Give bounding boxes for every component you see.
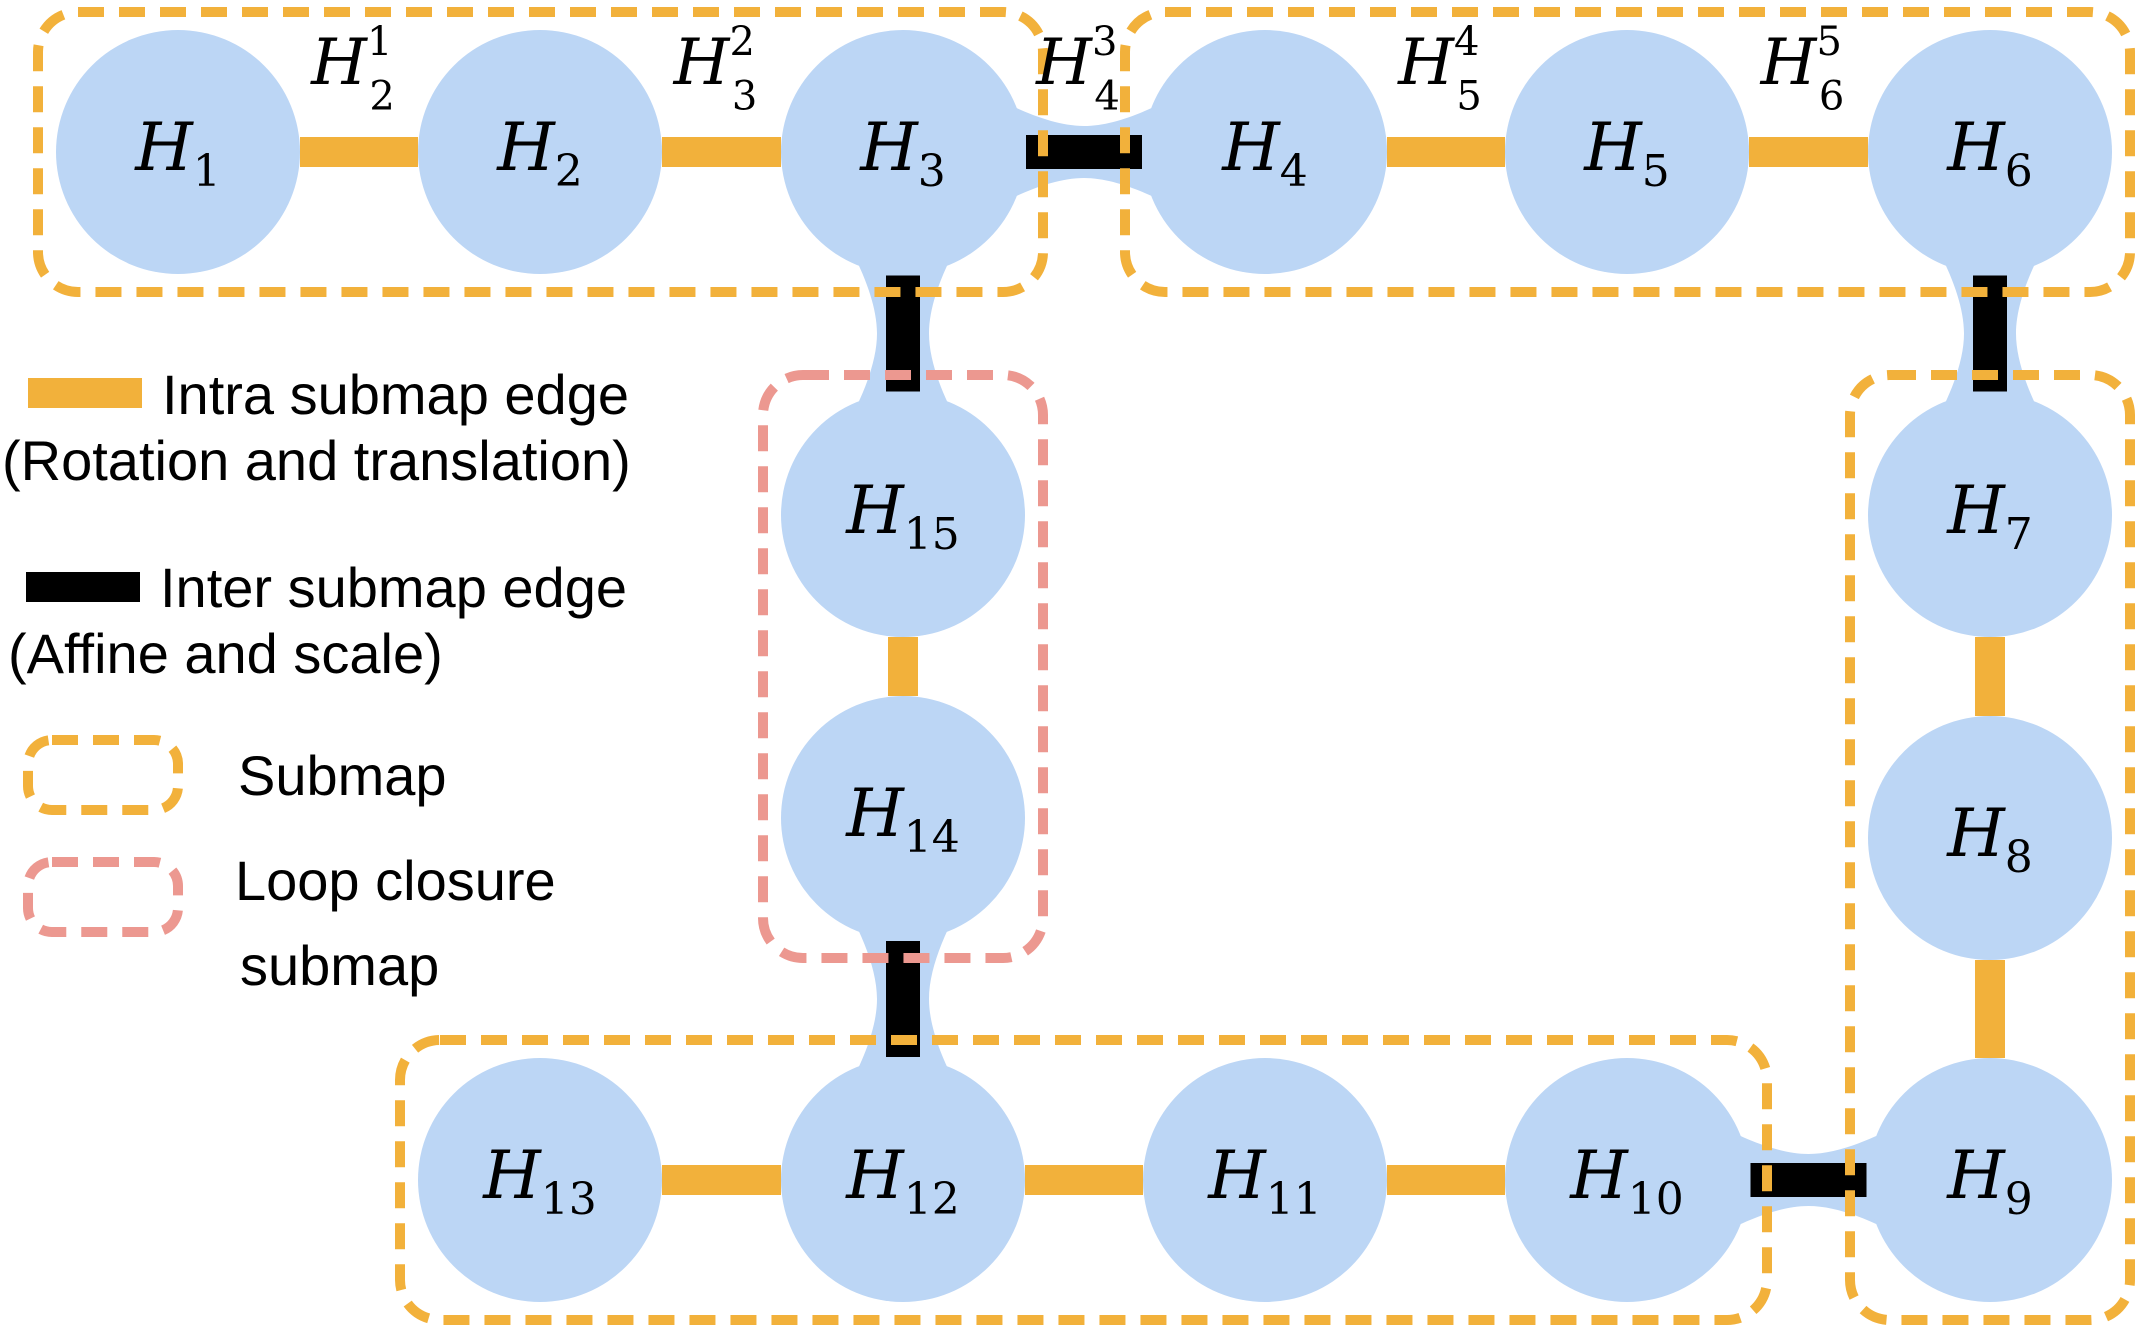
- node-H4: [1143, 30, 1387, 274]
- submap-borders-layer: [33, 7, 2135, 1325]
- legend-intra-line2: (Rotation and translation): [2, 429, 631, 492]
- submap-border-2: [1120, 7, 2135, 297]
- node-label-H5: H5: [1583, 109, 1670, 197]
- node-H14: [781, 696, 1025, 940]
- node-label-H10: H10: [1569, 1137, 1684, 1225]
- legend-submap-label: Submap: [238, 744, 447, 807]
- legend-inter-swatch: [26, 572, 140, 602]
- legend-inter-line1: Inter submap edge: [160, 556, 627, 619]
- node-label-H12: H12: [845, 1137, 960, 1225]
- node-H7: [1868, 393, 2112, 637]
- submap-border-5: [758, 370, 1048, 963]
- node-H1: [56, 30, 300, 274]
- node-H2: [418, 30, 662, 274]
- node-label-H3: H3: [859, 109, 946, 197]
- legend-intra-line1: Intra submap edge: [162, 363, 629, 426]
- node-label-H2: H2: [496, 109, 583, 197]
- submap-border-4: [395, 1035, 1772, 1325]
- legend-inter-line2: (Affine and scale): [8, 622, 443, 685]
- node-H13: [418, 1058, 662, 1302]
- node-H12: [781, 1058, 1025, 1302]
- node-H3: [781, 30, 1025, 274]
- node-H11: [1143, 1058, 1387, 1302]
- node-label-H1: H1: [134, 109, 221, 197]
- submap-border-3: [1845, 370, 2135, 1325]
- node-label-H15: H15: [845, 472, 960, 560]
- legend: Intra submap edge (Rotation and translat…: [2, 363, 631, 997]
- node-H5: [1505, 30, 1749, 274]
- nodes-layer: [56, 30, 2112, 1302]
- node-label-H14: H14: [845, 775, 960, 863]
- node-label-H9: H9: [1946, 1137, 2033, 1225]
- node-label-H7: H7: [1946, 472, 2033, 560]
- node-H8: [1868, 716, 2112, 960]
- node-H10: [1505, 1058, 1749, 1302]
- legend-loop-swatch: [23, 857, 183, 937]
- legend-intra-swatch: [28, 378, 142, 408]
- legend-loop-line1: Loop closure: [235, 849, 556, 912]
- node-label-H11: H11: [1207, 1137, 1322, 1225]
- node-H6: [1868, 30, 2112, 274]
- node-label-H8: H8: [1946, 795, 2033, 883]
- node-H15: [781, 393, 1025, 637]
- legend-loop-line2: submap: [240, 934, 439, 997]
- node-label-H13: H13: [482, 1137, 597, 1225]
- edges-layer: [300, 135, 2007, 1197]
- node-label-H4: H4: [1221, 109, 1308, 197]
- submap-border-1: [33, 7, 1048, 297]
- legend-submap-swatch: [23, 735, 183, 815]
- node-H9: [1868, 1058, 2112, 1302]
- node-label-H6: H6: [1946, 109, 2033, 197]
